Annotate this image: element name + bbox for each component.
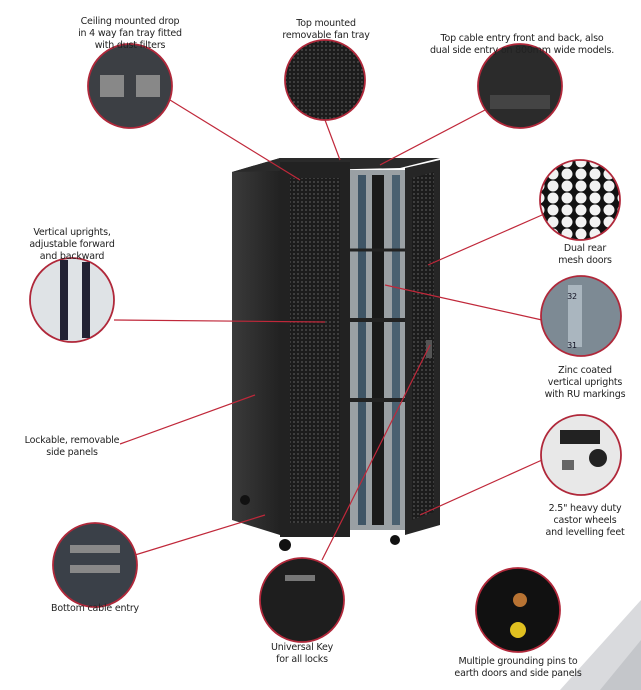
label-line: side panels <box>46 447 98 458</box>
label-line: Top cable entry front and back, also <box>440 33 604 44</box>
label-line: for all locks <box>276 654 328 665</box>
detail-accents <box>60 75 607 638</box>
label-line: Multiple grounding pins to <box>458 656 578 667</box>
rear-mesh-doors-detail <box>539 159 621 241</box>
label-line: Ceiling mounted drop <box>80 16 180 27</box>
label-line: removable fan tray <box>282 30 370 41</box>
castor-wheels-detail <box>540 414 622 496</box>
label-line: Vertical uprights, <box>33 227 111 238</box>
label-line: vertical uprights <box>547 377 623 388</box>
grounding-pins-detail <box>475 567 561 653</box>
label-line: Lockable, removable <box>24 435 120 446</box>
ru-marking-32: 32 <box>567 292 577 301</box>
label-line: with RU markings <box>544 389 626 400</box>
label-line: in 4 way fan tray fitted <box>78 28 182 39</box>
label-line: Zinc coated <box>558 365 612 376</box>
decorative-facet <box>600 640 641 690</box>
label-line: adjustable forward <box>29 239 115 250</box>
label-line: earth doors and side panels <box>454 668 582 679</box>
universal-key-detail <box>259 557 345 643</box>
label-line: and levelling feet <box>545 527 625 538</box>
ceiling-fan-detail <box>87 43 173 129</box>
label-line: mesh doors <box>558 255 612 266</box>
label-line: Universal Key <box>270 642 334 653</box>
vertical-uprights-detail <box>29 257 115 343</box>
label-line: Bottom cable entry <box>51 603 139 614</box>
label-line: with dust filters <box>94 40 166 51</box>
ru-marking-31: 31 <box>567 341 577 350</box>
label-line: Dual rear <box>563 243 607 254</box>
top-fan-tray-detail <box>284 39 366 121</box>
label-line: 2.5" heavy duty <box>548 503 622 514</box>
callout-label-bottom-cable-entry: Bottom cable entry <box>51 603 139 615</box>
label-line: dual side entry on 800mm wide models. <box>429 45 615 56</box>
label-line: and backward <box>39 251 105 262</box>
label-line: Top mounted <box>296 18 356 29</box>
callout-lines <box>113 99 543 561</box>
server-rack <box>232 158 440 551</box>
label-line: castor wheels <box>553 515 617 526</box>
